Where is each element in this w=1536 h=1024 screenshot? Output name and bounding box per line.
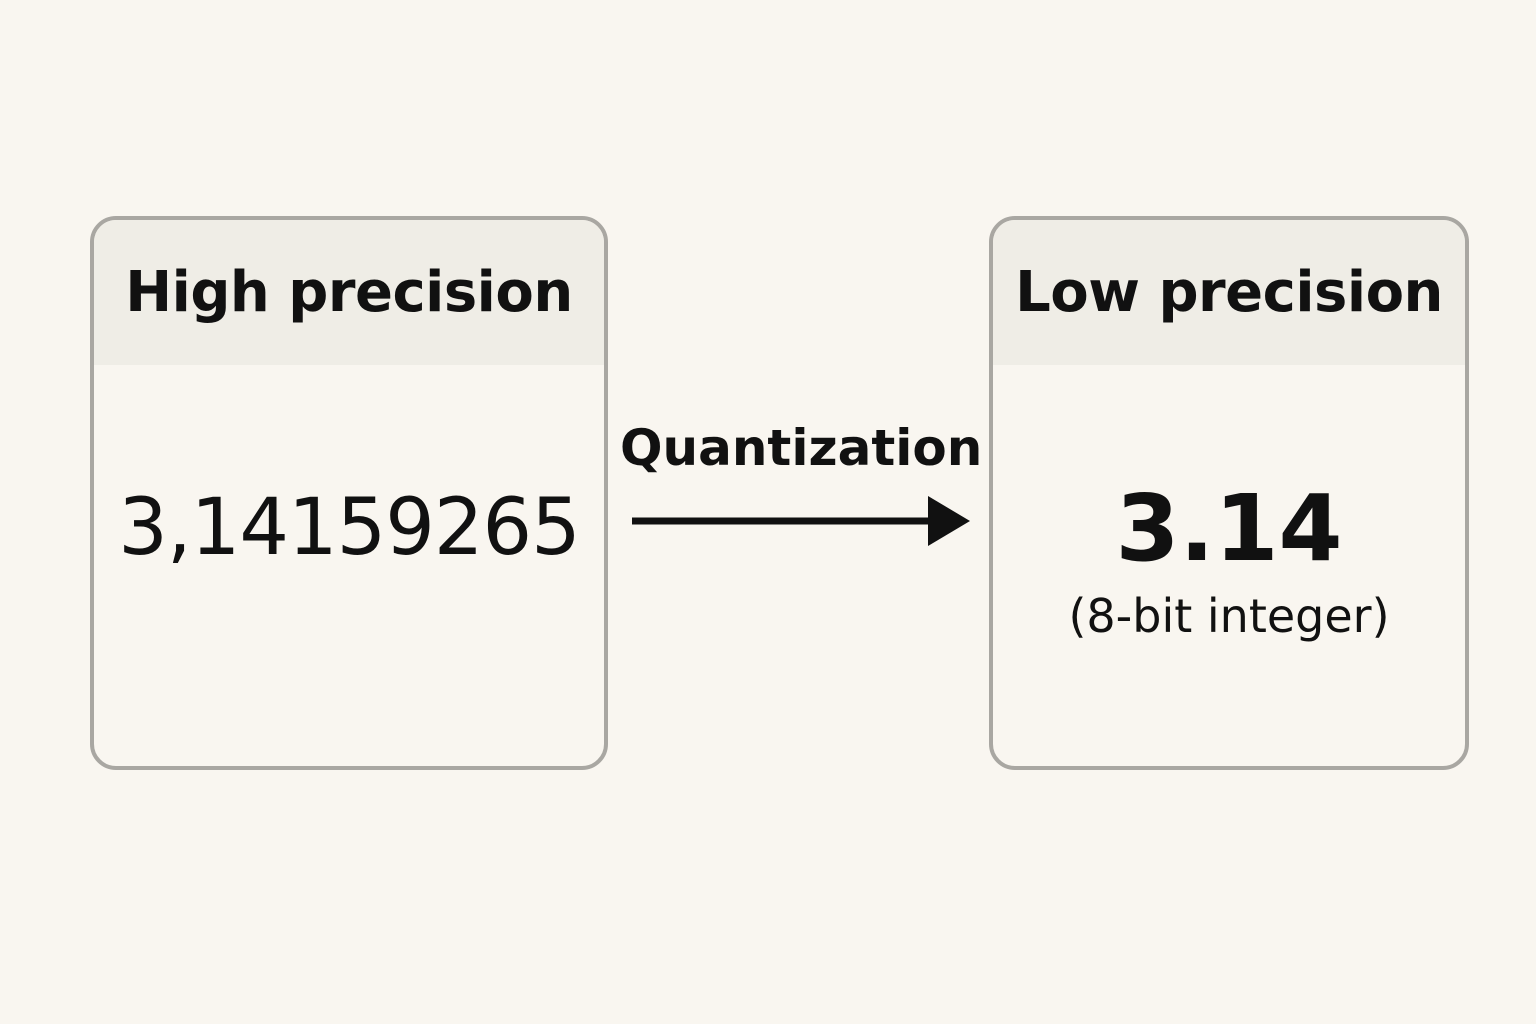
low-precision-note: (8-bit integer) bbox=[1068, 589, 1390, 643]
low-precision-box: Low precision 3.14 (8-bit integer) bbox=[989, 216, 1469, 770]
high-precision-header: High precision bbox=[94, 220, 604, 365]
low-precision-value: 3.14 bbox=[1115, 475, 1343, 582]
low-precision-header: Low precision bbox=[993, 220, 1465, 365]
high-precision-box: High precision 3,14159265 bbox=[90, 216, 608, 770]
arrow-right-icon bbox=[632, 496, 970, 546]
arrow-head bbox=[928, 496, 970, 546]
quantization-label: Quantization bbox=[620, 419, 983, 477]
high-precision-value: 3,14159265 bbox=[118, 483, 580, 573]
